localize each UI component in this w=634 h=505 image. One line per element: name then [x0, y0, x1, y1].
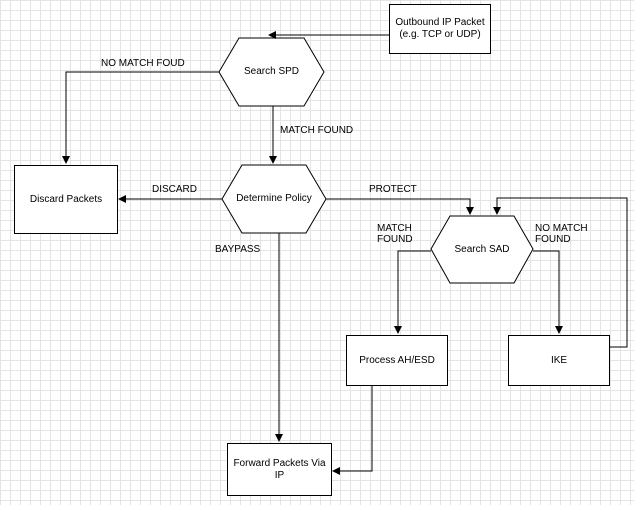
search-spd-shape [218, 37, 325, 107]
edge-label-match-found-sad: MATCH FOUND [377, 223, 413, 245]
search-spd-label: Search SPD [243, 66, 300, 77]
ike-box: IKE [508, 335, 610, 386]
outbound-ip-packet-box: Outbound IP Packet (e.g. TCP or UDP) [389, 4, 491, 54]
edge-label-no-match-spd: NO MATCH FOUD [101, 58, 185, 69]
determine-policy-label: Determine Policy [236, 193, 312, 204]
edge-sad-match-to-process [394, 250, 431, 334]
edge-label-match-found-spd: MATCH FOUND [280, 125, 354, 136]
process-ah-esd-box: Process AH/ESD [346, 335, 448, 386]
edge-label-baypass: BAYPASS [215, 244, 261, 255]
edge-sad-no-match-to-ike [533, 250, 563, 334]
discard-packets-box: Discard Packets [14, 165, 118, 234]
edge-spd-no-match-to-discard [62, 71, 219, 164]
edge-policy-protect [326, 198, 474, 215]
forward-packets-box: Forward Packets Via IP [227, 443, 332, 496]
edge-label-protect: PROTECT [369, 184, 417, 195]
edge-ike-loop-to-sad [493, 197, 628, 348]
edge-process-to-forward [332, 386, 373, 475]
search-sad-label: Search SAD [454, 243, 510, 255]
search-sad-shape [430, 215, 534, 284]
edge-label-discard: DISCARD [152, 184, 198, 195]
edge-label-no-match-sad: NO MATCH FOUND [535, 223, 588, 245]
